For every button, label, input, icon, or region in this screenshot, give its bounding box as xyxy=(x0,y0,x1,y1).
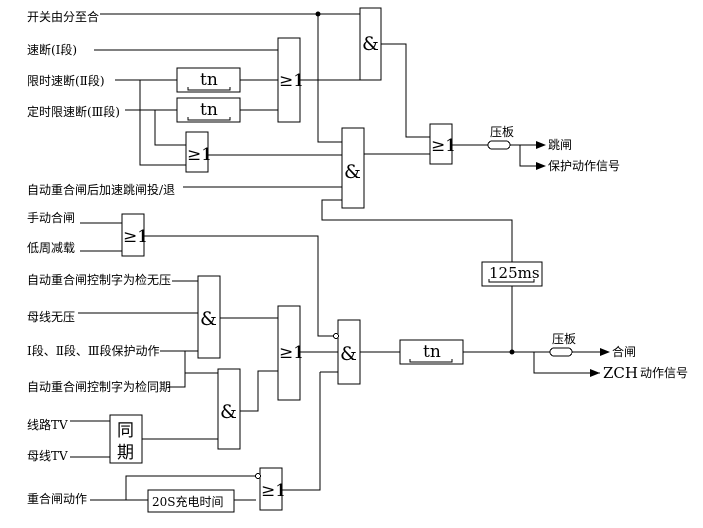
label-bus-no-voltage: 母线无压 xyxy=(27,310,75,324)
or-gate-5-symbol: ≥1 xyxy=(261,481,286,501)
and-gate-4 xyxy=(217,368,241,450)
timer-20s xyxy=(147,489,235,513)
press-plate-trip-label: 压板 xyxy=(490,125,514,139)
label-line-tv: 线路TV xyxy=(27,417,68,432)
or-gate-1-symbol: ≥1 xyxy=(279,71,304,91)
label-definite-time-trip: 定时限速断(Ⅲ段) xyxy=(27,104,120,119)
label-protection-operate: Ⅰ段、Ⅱ段、Ⅲ段保护动作 xyxy=(27,343,159,358)
sync-box-top: 同 xyxy=(117,421,134,441)
or-gate-5-inverter xyxy=(255,473,261,479)
output-protection-signal: 保护动作信号 xyxy=(548,159,620,173)
label-bus-tv: 母线TV xyxy=(27,449,68,463)
label-reclose-operate: 重合闸动作 xyxy=(27,491,87,506)
or-gate-small-symbol: ≥1 xyxy=(187,145,212,165)
timer-tn-1-mark xyxy=(187,87,231,91)
and-gate-5-inverter xyxy=(333,333,339,339)
label-check-sync: 自动重合闸控制字为检同期 xyxy=(27,379,171,394)
or-gate-3 xyxy=(121,213,145,257)
or-gate-2-symbol: ≥1 xyxy=(431,136,456,156)
or-gate-5 xyxy=(259,467,283,511)
or-gate-4 xyxy=(277,305,301,401)
timer-20s-label: 20S充电时间 xyxy=(152,494,224,509)
output-trip: 跳闸 xyxy=(548,138,572,152)
arrow-zch-signal xyxy=(590,369,600,377)
and-gate-2-symbol: & xyxy=(344,161,361,183)
press-plate-trip xyxy=(487,140,511,150)
timer-tn-2-mark xyxy=(187,117,231,121)
and-gate-3-symbol: & xyxy=(200,308,217,330)
and-gate-5 xyxy=(337,319,361,385)
arrow-protection-signal xyxy=(536,162,546,170)
output-zch-suffix: 动作信号 xyxy=(640,366,688,380)
label-time-limited-trip: 限时速断(Ⅱ段) xyxy=(27,73,105,88)
timer-125ms-mark xyxy=(488,279,535,283)
output-close: 合闸 xyxy=(612,344,636,359)
label-switch-open: 开关由分至合 xyxy=(27,9,99,24)
or-gate-1 xyxy=(277,37,301,123)
press-plate-close-label: 压板 xyxy=(552,332,576,346)
output-zch-prefix: ZCH xyxy=(603,364,638,382)
timer-tn-3-mark xyxy=(409,359,453,363)
timer-tn-1-label: tn xyxy=(200,70,218,90)
and-gate-1-symbol: & xyxy=(362,33,379,55)
arrow-close xyxy=(600,348,610,356)
label-low-freq-shed: 低周减载 xyxy=(27,241,75,255)
or-gate-small xyxy=(185,131,209,173)
label-check-no-voltage: 自动重合闸控制字为检无压 xyxy=(27,272,171,287)
wires xyxy=(70,13,600,501)
or-gate-3-symbol: ≥1 xyxy=(123,227,148,247)
sync-box xyxy=(109,414,143,464)
and-gate-4-symbol: & xyxy=(220,401,237,423)
label-manual-close: 手动合闸 xyxy=(27,210,75,225)
label-post-reclose-accel: 自动重合闸后加速跳闸投/退 xyxy=(27,182,175,197)
and-gate-1 xyxy=(359,7,382,81)
junction-dot xyxy=(509,349,515,355)
arrow-trip xyxy=(536,141,546,149)
press-plate-close xyxy=(549,347,573,357)
label-instant-trip: 速断(Ⅰ段) xyxy=(27,42,77,57)
and-gate-3 xyxy=(197,275,221,359)
and-gate-5-symbol: & xyxy=(340,343,357,365)
junction-dot xyxy=(315,11,321,17)
timer-tn-3-label: tn xyxy=(423,342,441,362)
or-gate-2 xyxy=(429,123,453,165)
timer-tn-2-label: tn xyxy=(200,100,218,120)
sync-box-bottom: 期 xyxy=(117,443,134,463)
or-gate-4-symbol: ≥1 xyxy=(279,343,304,363)
and-gate-2 xyxy=(341,127,365,209)
timer-125ms-label: 125ms xyxy=(489,264,540,282)
